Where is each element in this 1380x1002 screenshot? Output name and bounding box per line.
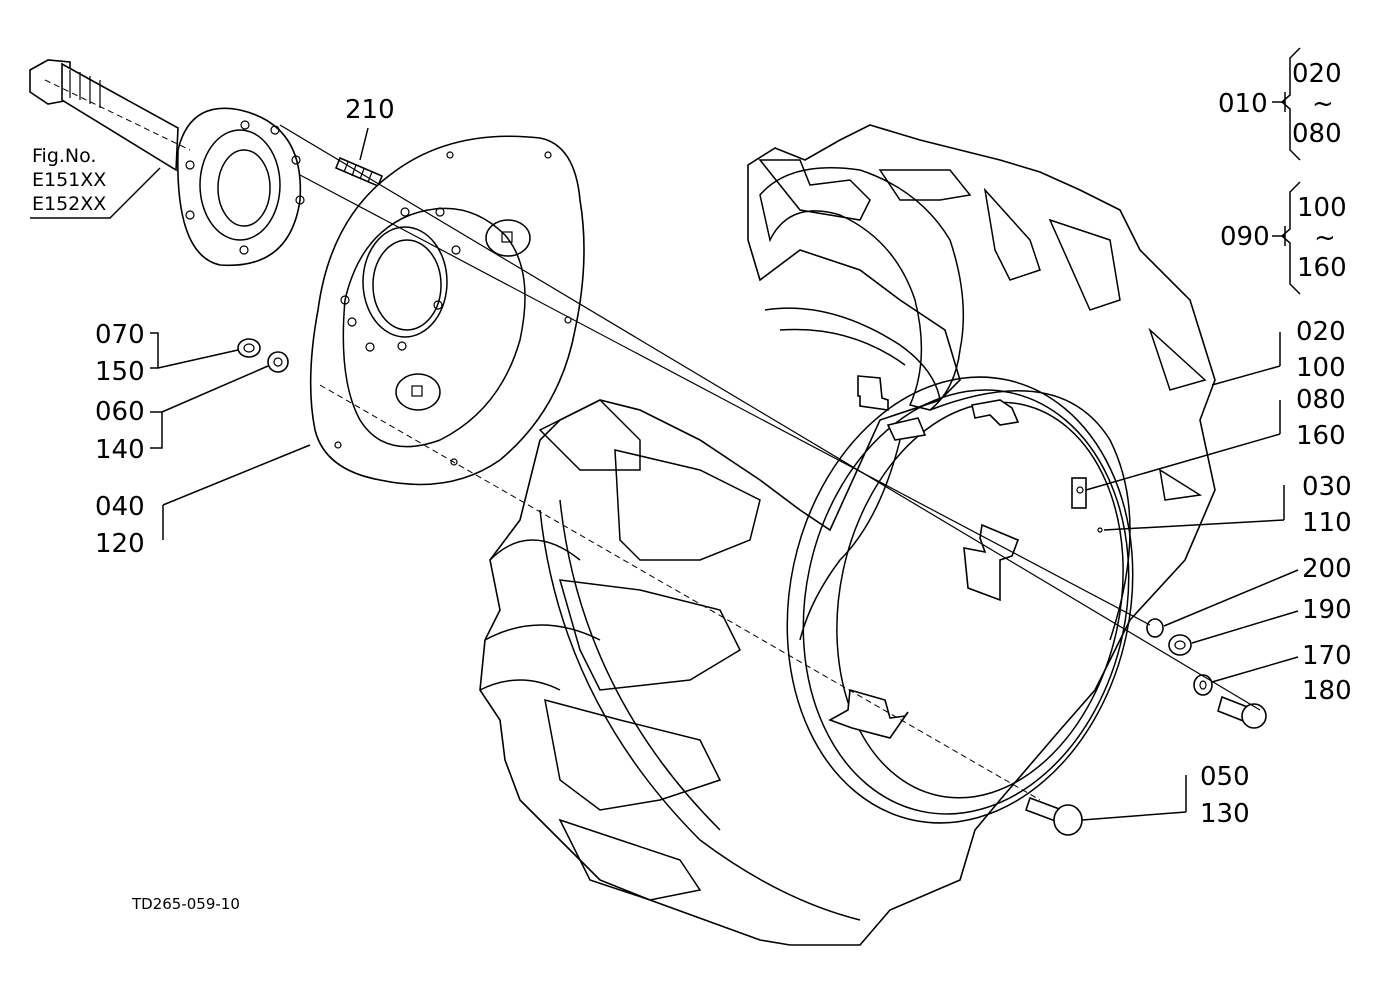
bolt-050 [1024, 796, 1083, 836]
valve [799, 417, 927, 641]
wheel-disc [309, 135, 585, 486]
tilde-090: ~ [1314, 223, 1336, 253]
tilde-010: ~ [1312, 89, 1334, 119]
axis-line-upper [279, 124, 1261, 711]
axis-line-middle [299, 174, 1151, 626]
callout-050: 050 [1200, 762, 1250, 792]
figure-reference: Fig.No. E151XX E152XX [30, 145, 161, 219]
tire [479, 124, 1216, 946]
callout-080-top: 080 [1292, 119, 1342, 149]
callout-130: 130 [1200, 799, 1250, 829]
callout-160: 160 [1296, 421, 1346, 451]
callout-020-top: 020 [1292, 59, 1342, 89]
callout-090: 090 [1220, 222, 1270, 252]
callout-150: 150 [95, 357, 145, 387]
bracket-group-010: 010 020 ~ 080 [1218, 47, 1342, 161]
axis-line-dashed [319, 384, 1041, 801]
callout-080: 080 [1296, 385, 1346, 415]
axle-centerline [44, 79, 191, 151]
clamp-bracket-right-top [971, 399, 1020, 426]
callout-040: 040 [95, 492, 145, 522]
callout-190: 190 [1302, 595, 1352, 625]
figure-ref-title: Fig.No. [32, 145, 96, 167]
hub-nut [237, 338, 261, 358]
bolt-180 [1217, 695, 1267, 729]
callout-030: 030 [1302, 472, 1352, 502]
callout-210: 210 [345, 95, 395, 125]
figure-ref-line-2: E152XX [32, 193, 106, 215]
callout-120: 120 [95, 529, 145, 559]
callout-140: 140 [95, 435, 145, 465]
callout-100: 100 [1296, 353, 1346, 383]
lock-washer-200 [1146, 618, 1164, 638]
bracket-group-090: 090 100 ~ 160 [1220, 181, 1347, 295]
callout-010: 010 [1218, 89, 1268, 119]
callout-180: 180 [1302, 676, 1352, 706]
callout-200: 200 [1302, 554, 1352, 584]
drawing-code: TD265-059-10 [131, 895, 240, 913]
callout-020: 020 [1296, 317, 1346, 347]
washer-170 [1193, 674, 1213, 696]
clamp-bracket-upper [857, 375, 889, 411]
callout-060: 060 [95, 397, 145, 427]
nut-190 [1168, 634, 1192, 656]
callout-160-top: 160 [1297, 253, 1347, 283]
clamp-bracket-lower [828, 688, 909, 739]
callout-170: 170 [1302, 641, 1352, 671]
callout-070: 070 [95, 320, 145, 350]
hub-flange [177, 107, 305, 267]
figure-ref-line-1: E151XX [32, 169, 106, 191]
callout-110: 110 [1302, 508, 1352, 538]
rim [786, 376, 1134, 824]
hub-washer [267, 351, 289, 373]
callout-100-top: 100 [1297, 193, 1347, 223]
